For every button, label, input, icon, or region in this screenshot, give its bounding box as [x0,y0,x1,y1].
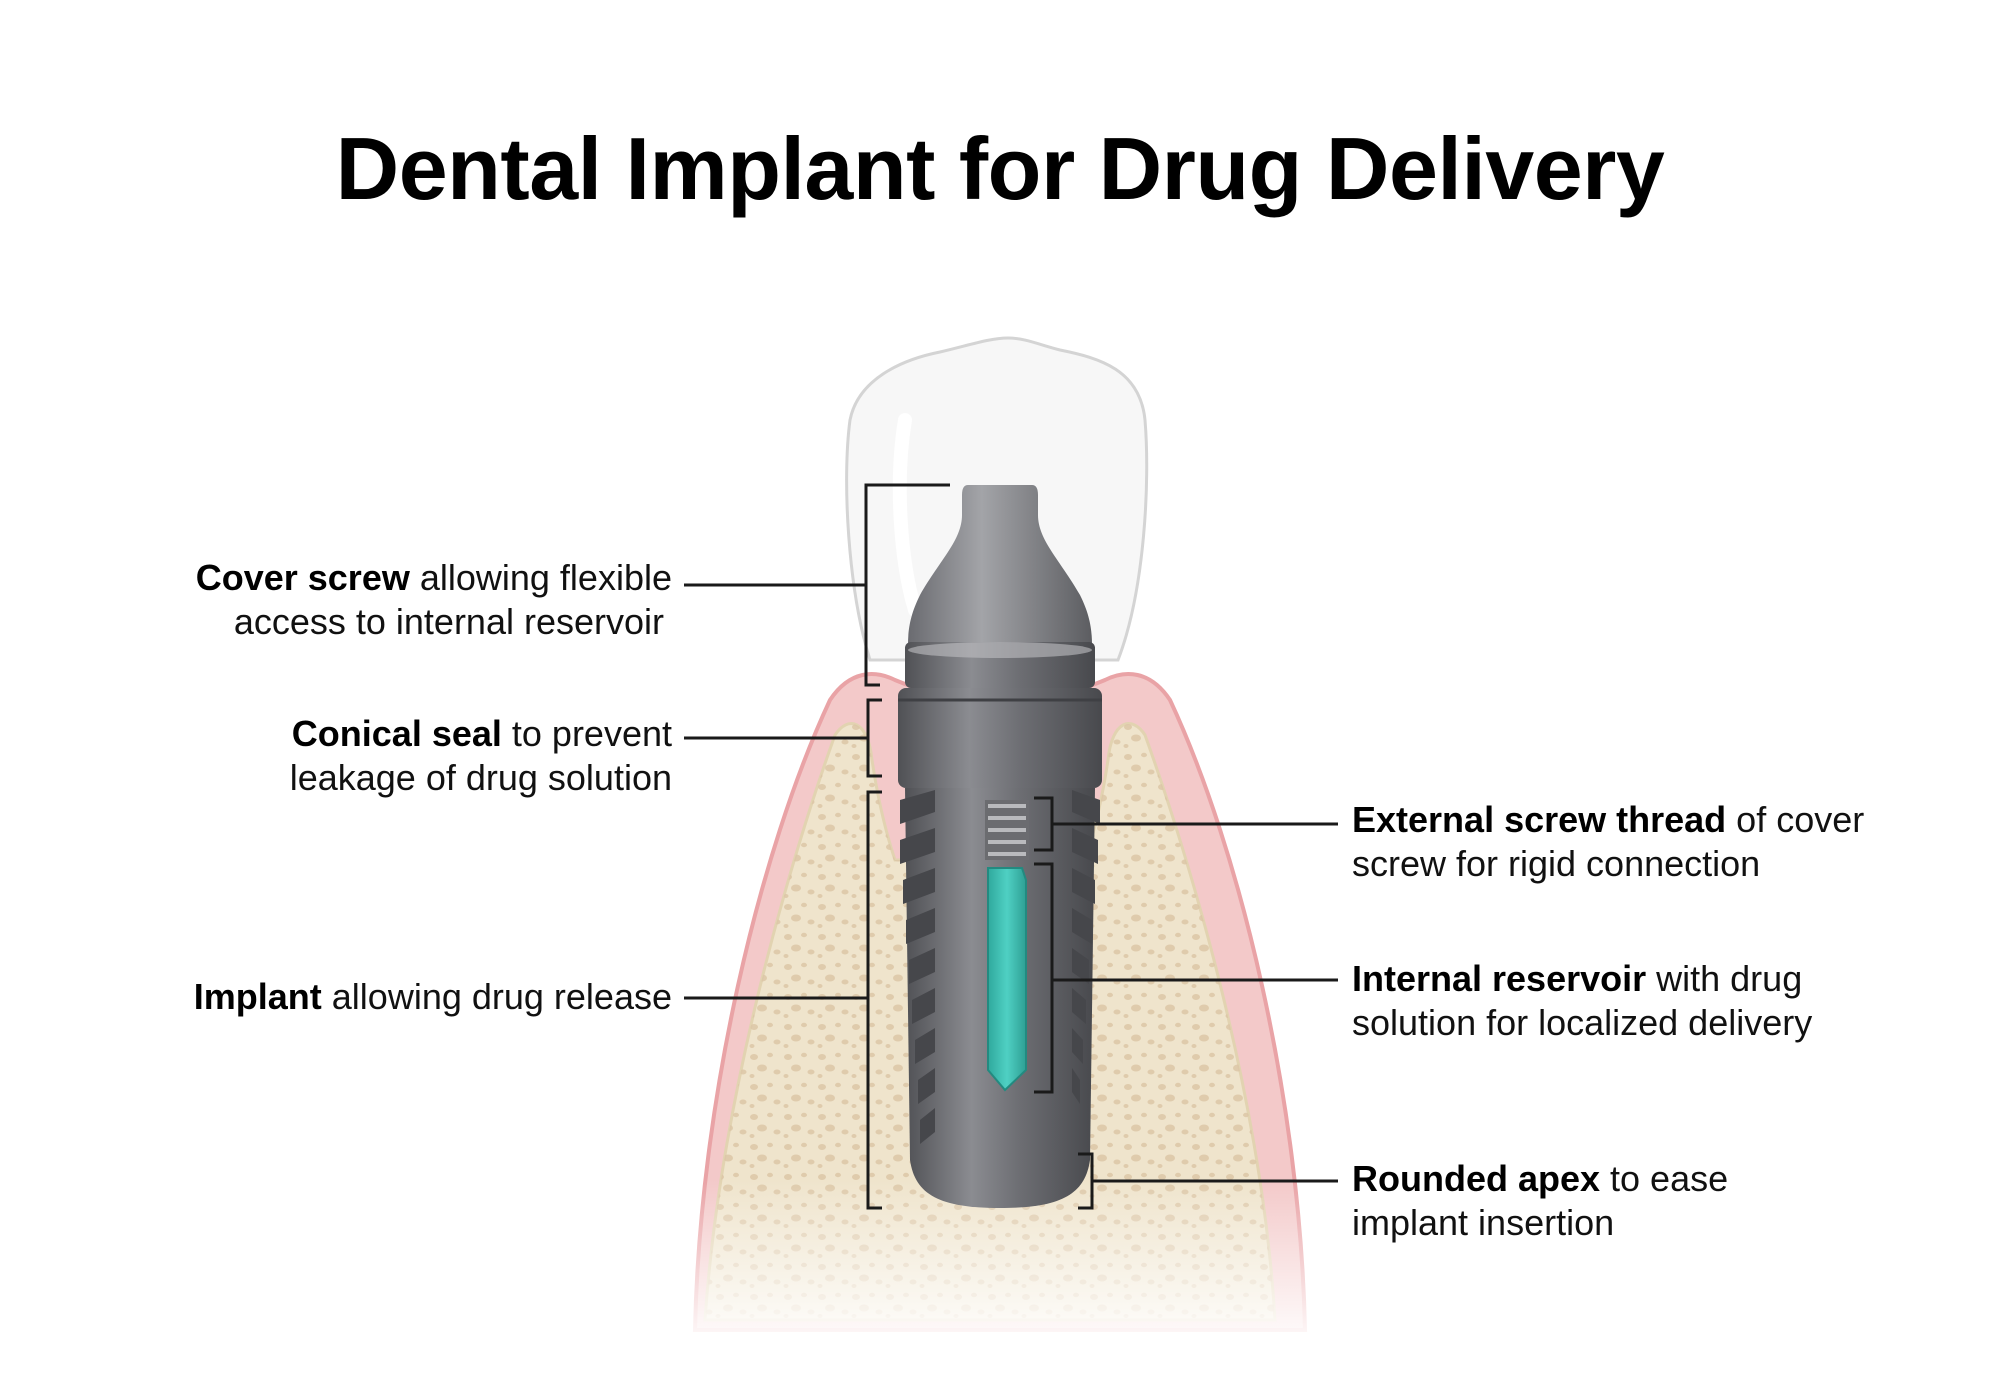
label-internal-reservoir-rest: with drug [1646,958,1803,999]
label-external-thread-bold: External screw thread [1352,799,1727,840]
label-internal-reservoir-line2: solution for localized delivery [1352,1002,1813,1043]
label-rounded-apex: Rounded apex to ease implant insertion [1352,1157,1728,1245]
conical-seal-body [898,688,1102,788]
label-cover-screw: Cover screw allowing flexible access to … [196,556,672,644]
label-external-thread-rest: of cover [1726,799,1865,840]
label-conical-seal: Conical seal to prevent leakage of drug … [290,712,672,800]
label-rounded-apex-rest: to ease [1600,1158,1729,1199]
label-conical-seal-bold: Conical seal [291,713,502,754]
label-conical-seal-line2: leakage of drug solution [289,757,672,798]
label-implant-rest: allowing drug release [321,976,672,1017]
label-implant-bold: Implant [193,976,322,1017]
label-conical-seal-rest: to prevent [501,713,672,754]
label-external-thread: External screw thread of cover screw for… [1352,798,1864,886]
label-cover-screw-rest: allowing flexible [409,557,672,598]
label-implant: Implant allowing drug release [194,975,672,1019]
label-internal-reservoir-bold: Internal reservoir [1352,958,1647,999]
label-cover-screw-bold: Cover screw [195,557,410,598]
label-internal-reservoir: Internal reservoir with drug solution fo… [1352,957,1812,1045]
leader-lines [684,483,1338,1210]
label-cover-screw-line2: access to internal reservoir [233,601,664,642]
drug-reservoir [987,867,1027,1092]
screw-threads [900,790,1100,1144]
label-rounded-apex-line2: implant insertion [1352,1202,1615,1243]
label-rounded-apex-bold: Rounded apex [1352,1158,1601,1199]
page-title: Dental Implant for Drug Delivery [335,119,1665,218]
label-external-thread-line2: screw for rigid connection [1352,843,1761,884]
abutment [908,485,1092,645]
